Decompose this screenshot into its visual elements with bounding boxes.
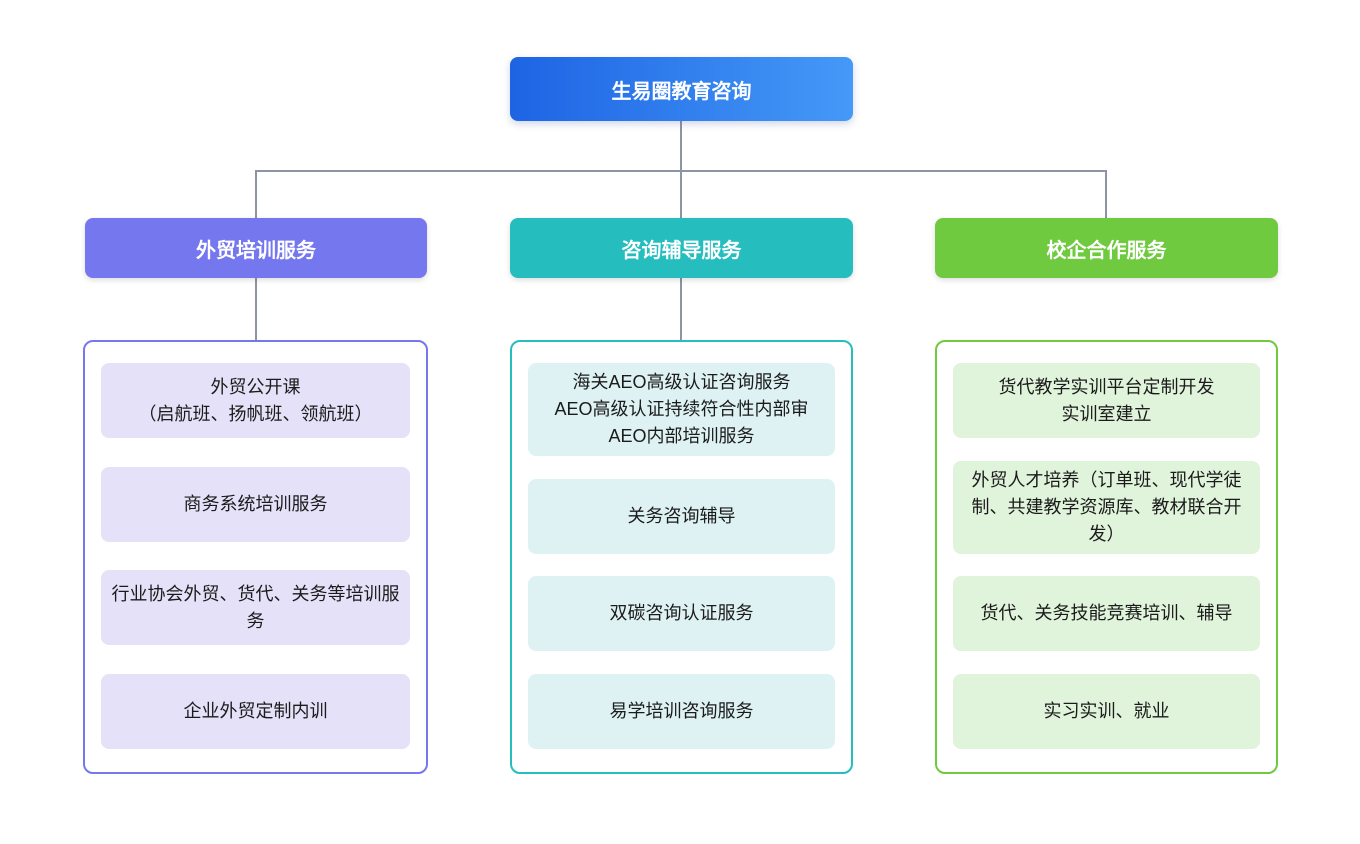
leaf-node[interactable]: 海关AEO高级认证咨询服务 AEO高级认证持续符合性内部审 AEO内部培训服务 [528,363,835,456]
connector-drop-branch-1 [255,170,257,218]
branch-node-foreign-trade-training[interactable]: 外贸培训服务 [85,218,427,278]
connector-drop-branch-2 [680,170,682,218]
leaf-node[interactable]: 易学培训咨询服务 [528,673,835,749]
connector-root-vertical [680,121,682,170]
leaf-node[interactable]: 双碳咨询认证服务 [528,576,835,652]
connector-drop-branch-3 [1105,170,1107,218]
branch-node-consulting-coaching[interactable]: 咨询辅导服务 [510,218,853,278]
leaf-node[interactable]: 商务系统培训服务 [101,466,410,542]
leaf-node[interactable]: 行业协会外贸、货代、关务等培训服务 [101,570,410,646]
branch-node-school-enterprise-cooperation[interactable]: 校企合作服务 [935,218,1278,278]
leaf-node[interactable]: 实习实训、就业 [953,673,1260,749]
leaf-node[interactable]: 关务咨询辅导 [528,478,835,554]
branch-group-foreign-trade-training: 外贸公开课 （启航班、扬帆班、领航班） 商务系统培训服务 行业协会外贸、货代、关… [83,340,428,774]
branch-label: 咨询辅导服务 [621,239,742,262]
leaf-node[interactable]: 货代教学实训平台定制开发 实训室建立 [953,363,1260,438]
leaf-node[interactable]: 货代、关务技能竞赛培训、辅导 [953,576,1260,652]
root-node[interactable]: 生易圈教育咨询 [510,57,853,121]
branch-label: 外贸培训服务 [196,239,316,262]
branch-group-school-enterprise-cooperation: 货代教学实训平台定制开发 实训室建立 外贸人才培养（订单班、现代学徒制、共建教学… [935,340,1278,774]
branch-label: 校企合作服务 [1046,239,1167,262]
leaf-node[interactable]: 外贸人才培养（订单班、现代学徒制、共建教学资源库、教材联合开发） [953,460,1260,554]
connector-stub-branch-2 [680,278,682,340]
branch-group-consulting-coaching: 海关AEO高级认证咨询服务 AEO高级认证持续符合性内部审 AEO内部培训服务 … [510,340,853,774]
root-node-label: 生易圈教育咨询 [611,80,752,103]
leaf-node[interactable]: 企业外贸定制内训 [101,673,410,749]
connector-stub-branch-1 [255,278,257,340]
leaf-node[interactable]: 外贸公开课 （启航班、扬帆班、领航班） [101,363,410,438]
